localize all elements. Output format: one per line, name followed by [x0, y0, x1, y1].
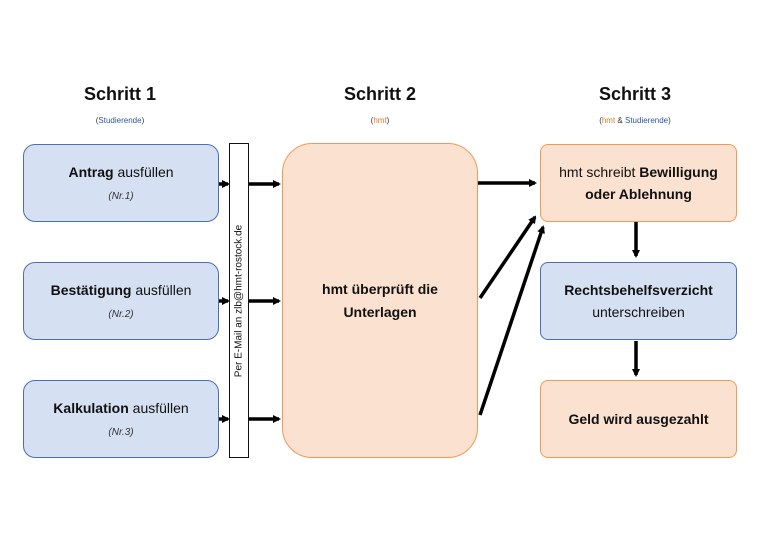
box-bewilligung-line1: hmt schreibt Bewilligung [559, 163, 718, 180]
step-2-subtitle: (hmt) [370, 116, 390, 125]
box-kalkulation-label: Kalkulation ausfüllen [53, 399, 189, 416]
box-hmt-prueft-line1: hmt überprüft die [322, 281, 438, 298]
step-1-actor: Studierende [98, 116, 142, 125]
step-3-amp: & [615, 116, 625, 125]
box-antrag-note: (Nr.1) [108, 191, 134, 203]
box-antrag-label: Antrag ausfüllen [68, 163, 174, 180]
step-2-title: Schritt 2 [343, 84, 417, 104]
box-kalkulation: Kalkulation ausfüllen (Nr.3) [23, 380, 219, 458]
step-3-actor-a: hmt [601, 116, 616, 125]
step-3-title: Schritt 3 [598, 84, 672, 104]
step-3-subtitle: (hmt & Studierende) [599, 116, 671, 125]
box-bestaetigung-label: Bestätigung ausfüllen [50, 281, 192, 298]
box-kalkulation-note: (Nr.3) [108, 427, 134, 439]
step-3-actor-b: Studierende [624, 116, 669, 125]
box-hmt-prueft: hmt überprüft die Unterlagen [282, 143, 478, 458]
step-1-title: Schritt 1 [83, 84, 157, 104]
box-bewilligung-line2: oder Ablehnung [585, 186, 692, 202]
arrow-center-to-decision-3 [478, 225, 545, 416]
step-2-actor: hmt [373, 116, 387, 125]
box-bewilligung: hmt schreibt Bewilligung oder Ablehnung [540, 144, 737, 222]
box-geld-ausgezahlt: Geld wird ausgezahlt [540, 380, 737, 458]
box-rechtsbehelfsverzicht-bold: Rechtsbehelfsverzicht [564, 281, 713, 298]
box-bestaetigung: Bestätigung ausfüllen (Nr.2) [23, 262, 219, 340]
box-bestaetigung-note: (Nr.2) [108, 309, 134, 321]
box-rechtsbehelfsverzicht: Rechtsbehelfsverzicht unterschreiben [540, 262, 737, 340]
step-1-subtitle: (Studierende) [95, 116, 145, 125]
arrow-center-to-decision-2 [478, 215, 537, 299]
box-antrag: Antrag ausfüllen (Nr.1) [23, 144, 219, 222]
box-geld-ausgezahlt-label: Geld wird ausgezahlt [568, 410, 709, 427]
box-rechtsbehelfsverzicht-plain: unterschreiben [592, 304, 685, 320]
box-hmt-prueft-line2: Unterlagen [343, 303, 417, 320]
